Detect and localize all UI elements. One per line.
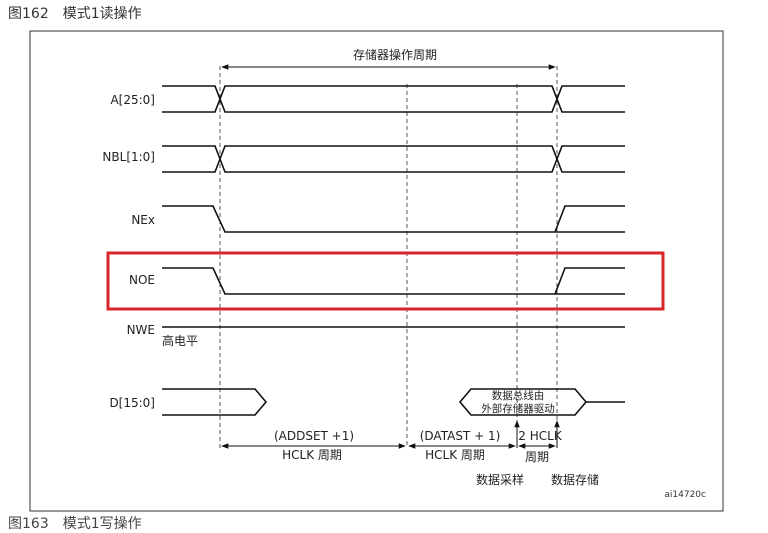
signal-label-nbl: NBL[1:0] bbox=[102, 150, 155, 164]
data-wave-idle-left bbox=[162, 388, 268, 416]
data-box-label-line1: 数据总线由 bbox=[492, 389, 545, 402]
signal-label-addr: A[25:0] bbox=[110, 93, 155, 107]
figure-caption-top: 图162 模式1读操作 bbox=[8, 3, 142, 23]
signal-label-data: D[15:0] bbox=[109, 396, 155, 410]
signal-label-noe: NOE bbox=[129, 273, 155, 287]
data-box-label-line2: 外部存储器驱动 bbox=[481, 402, 555, 415]
datast-label: (DATAST + 1) bbox=[420, 429, 501, 443]
memory-cycle-label: 存储器操作周期 bbox=[353, 47, 437, 62]
noe-wave-rise bbox=[554, 267, 625, 295]
signal-label-nex: NEx bbox=[131, 213, 155, 227]
figure-title: 模式1读操作 bbox=[62, 6, 142, 22]
hclk2-unit-label: 周期 bbox=[525, 450, 549, 464]
figure-caption-bottom: 图163 模式1写操作 bbox=[8, 513, 142, 533]
diagram-frame bbox=[29, 30, 724, 512]
figure-ref-code: ai14720c bbox=[664, 490, 706, 500]
nbl-wave-lower bbox=[162, 145, 625, 173]
data-valid-window bbox=[458, 388, 588, 416]
figure-number: 图162 bbox=[8, 6, 49, 22]
signal-label-nwe: NWE bbox=[127, 323, 155, 337]
addr-wave-lower bbox=[162, 85, 625, 113]
nbl-wave-upper bbox=[162, 145, 625, 173]
datast-unit-label: HCLK 周期 bbox=[425, 448, 485, 462]
nwe-high-level-note: 高电平 bbox=[162, 333, 198, 348]
addset-unit-label: HCLK 周期 bbox=[282, 448, 342, 462]
hclk2-label: 2 HCLK bbox=[518, 429, 563, 443]
noe-wave-low bbox=[162, 267, 625, 295]
noe-highlight-box bbox=[106, 251, 665, 311]
addset-label: (ADDSET +1) bbox=[274, 429, 354, 443]
figure-number-next: 图163 bbox=[8, 516, 49, 532]
nex-wave-low bbox=[162, 205, 625, 233]
data-store-label: 数据存储 bbox=[551, 472, 599, 487]
addr-wave-upper bbox=[162, 85, 625, 113]
nex-wave-rise bbox=[554, 205, 625, 233]
figure-title-next: 模式1写操作 bbox=[62, 516, 142, 532]
data-sample-label: 数据采样 bbox=[476, 472, 524, 487]
